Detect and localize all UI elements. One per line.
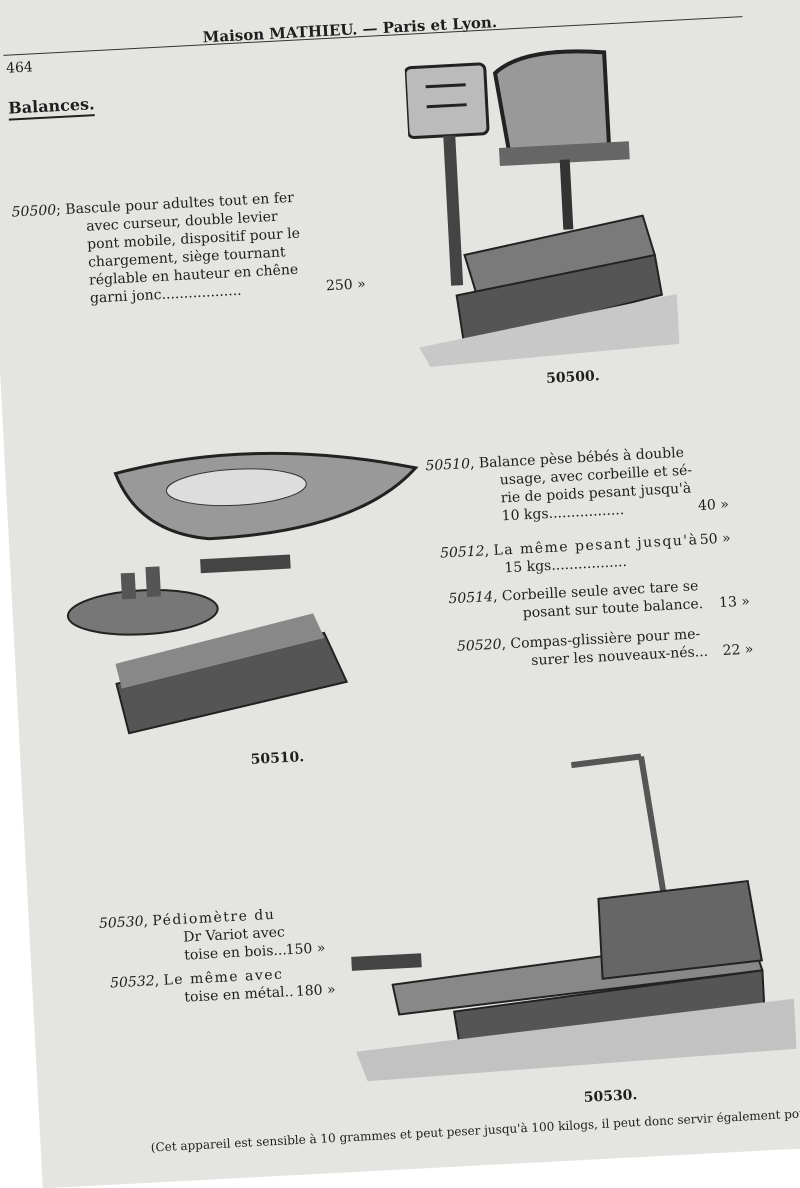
catalog-item-50514: 50514, Corbeille seule avec tare se posa… (448, 573, 779, 626)
item-code: 50520 (456, 636, 502, 655)
item-code: 50500 (11, 202, 57, 221)
catalog-item-50512: 50512, La même pesant jusqu'à 15 kgs....… (439, 530, 731, 577)
catalog-item-50532: 50532, Le même avec toise en métal.. 180… (110, 961, 372, 1011)
item-price: 13 » (718, 593, 751, 612)
item-code: 50512 (439, 543, 486, 562)
catalog-item-50530: 50530, Pédiomètre du Dr Variot avec tois… (99, 901, 361, 969)
figure-caption-50510: 50510. (250, 749, 305, 768)
item-description: La même pesant jusqu'à 15 kgs...........… (493, 532, 699, 577)
item-price: 250 » (325, 276, 367, 295)
item-code: 50532 (109, 973, 156, 992)
item-description: Bascule pour adultes tout en fer avec cu… (64, 189, 301, 307)
figure-caption-50530: 50530. (583, 1087, 638, 1106)
item-code: 50514 (448, 588, 494, 608)
adult-scale-illustration (404, 49, 680, 367)
catalog-item-50510: 50510, Balance pèse bébés à double usage… (425, 440, 758, 529)
figure-caption-50500: 50500. (545, 368, 601, 387)
section-title: Balances. (7, 94, 96, 121)
footnote: (Cet appareil est sensible à 10 grammes … (150, 1103, 800, 1155)
item-code: 50510 (425, 456, 471, 475)
item-price: 150 » (285, 940, 326, 959)
item-description: Corbeille seule avec tare se posant sur … (501, 578, 704, 622)
item-description: Compas-glissière pour me- surer les nouv… (509, 626, 709, 670)
item-description: Le même avec toise en métal.. (163, 966, 294, 1006)
catalog-item-50500: 50500; Bascule pour adultes tout en fer … (11, 184, 396, 312)
item-price: 180 » (295, 981, 336, 1000)
pediometer-illustration (351, 753, 797, 1082)
baby-scale-illustration (66, 451, 419, 735)
item-description: Pédiomètre du Dr Variot avec toise en bo… (152, 906, 288, 964)
item-code: 50530 (98, 913, 144, 933)
catalog-item-50520: 50520, Compas-glissière pour me- surer l… (457, 621, 788, 674)
item-description: Balance pèse bébés à double usage, avec … (478, 444, 693, 525)
item-price: 22 » (722, 641, 754, 660)
page-number: 464 (5, 59, 34, 77)
item-price: 40 » (697, 496, 730, 515)
item-price: 50 » (699, 530, 731, 549)
